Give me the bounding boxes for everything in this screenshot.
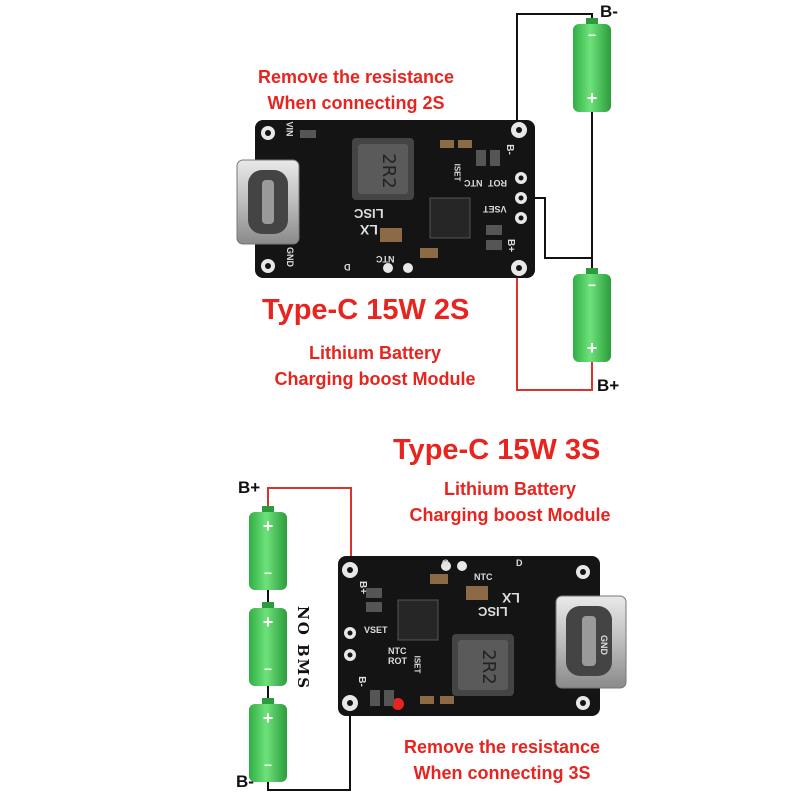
- svg-text:2R2: 2R2: [378, 153, 399, 188]
- svg-text:−: −: [588, 27, 596, 43]
- bottom-b-minus-wire: [267, 706, 351, 791]
- bottom-silk-vset: VSET: [364, 625, 388, 635]
- bottom-b-plus-wire: [267, 487, 352, 578]
- bottom-silk-bp: B+: [357, 580, 369, 595]
- bottom-battery-3: + −: [249, 698, 287, 782]
- svg-text:2R2: 2R2: [478, 649, 499, 684]
- top-module-subtitle: Lithium Battery Charging boost Module: [250, 340, 500, 392]
- bottom-silk-lisc: LISC: [478, 604, 508, 619]
- no-bms-label: NO BMS: [294, 606, 312, 691]
- bottom-note-line2: When connecting 3S: [413, 763, 591, 783]
- top-silk-iset: ISET: [452, 163, 462, 182]
- top-b-minus-label: B-: [600, 2, 618, 21]
- bottom-battery-1: + −: [249, 506, 287, 590]
- top-silk-lx: LX: [360, 222, 378, 238]
- svg-text:+: +: [263, 708, 274, 728]
- bottom-note-line1: Remove the resistance: [403, 737, 601, 757]
- bottom-silk-bm: B-: [355, 676, 367, 687]
- top-battery-2: − +: [573, 268, 611, 362]
- top-pcb: 2R2: [236, 120, 535, 278]
- top-silk-bm: B-: [503, 144, 515, 155]
- top-remove-resistance-note: Remove the resistance When connecting 2S: [238, 64, 474, 116]
- bottom-silk-gnd: GND: [599, 635, 609, 655]
- svg-text:−: −: [588, 277, 596, 293]
- svg-text:+: +: [587, 88, 598, 108]
- bottom-silk-rot: ROT: [388, 656, 407, 666]
- svg-text:−: −: [264, 757, 272, 773]
- top-module-title: Type-C 15W 2S: [262, 294, 470, 326]
- top-b-plus-wire: [516, 272, 593, 391]
- top-silk-d: D: [344, 262, 351, 272]
- bottom-module-title: Type-C 15W 3S: [393, 434, 601, 466]
- top-note-line2: When connecting 2S: [267, 93, 445, 113]
- top-silk-gnd: GND: [285, 247, 295, 267]
- bottom-b-plus-label: B+: [238, 478, 261, 497]
- top-silk-ntc-bottom: NTC: [376, 254, 395, 264]
- svg-text:−: −: [264, 661, 272, 677]
- top-silk-vset: VSET: [483, 204, 507, 214]
- svg-text:+: +: [263, 612, 274, 632]
- top-note-line1: Remove the resistance: [257, 67, 455, 87]
- top-midpoint-wire: [527, 197, 592, 259]
- top-b-plus-label: B+: [597, 376, 620, 395]
- top-subtitle-line2: Charging boost Module: [274, 369, 476, 389]
- top-silk-vin: VIN: [284, 121, 295, 137]
- top-subtitle-line1: Lithium Battery: [308, 343, 441, 363]
- bottom-subtitle-line2: Charging boost Module: [409, 505, 611, 525]
- bottom-silk-ntc: NTC: [388, 646, 407, 656]
- top-silk-rot: ROT: [488, 178, 507, 188]
- bottom-silk-ntc-top: NTC: [474, 572, 493, 582]
- svg-text:+: +: [263, 516, 274, 536]
- bottom-remove-resistance-note: Remove the resistance When connecting 3S: [384, 734, 620, 786]
- bottom-battery-2: + −: [249, 602, 287, 686]
- top-battery-1: − +: [573, 18, 611, 112]
- svg-text:−: −: [264, 565, 272, 581]
- top-silk-ntc: NTC: [464, 178, 483, 188]
- svg-text:+: +: [587, 338, 598, 358]
- bottom-silk-d: D: [516, 558, 523, 568]
- top-silk-lisc: LISC: [354, 206, 384, 221]
- bottom-silk-g: G: [442, 558, 450, 568]
- top-silk-bp: B+: [505, 238, 517, 253]
- bottom-module-subtitle: Lithium Battery Charging boost Module: [392, 476, 628, 528]
- bottom-b-minus-label: B-: [236, 772, 254, 791]
- bottom-subtitle-line1: Lithium Battery: [443, 479, 576, 499]
- bottom-silk-iset: ISET: [412, 655, 422, 674]
- bottom-pcb: 2R2: [338, 556, 627, 716]
